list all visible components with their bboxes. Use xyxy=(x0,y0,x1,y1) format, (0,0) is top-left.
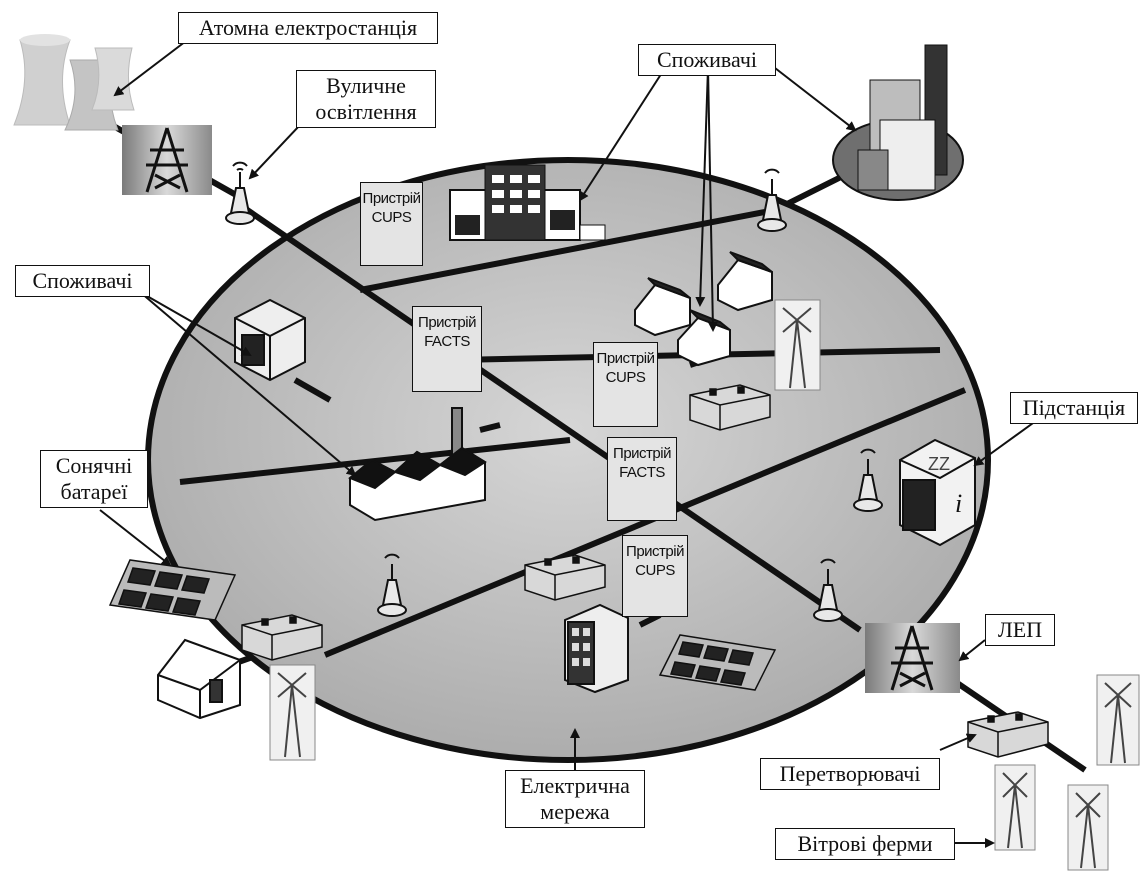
data-center-icon xyxy=(234,298,306,382)
label-street-line2: освітлення xyxy=(315,99,417,124)
device-cups-3-line1: Пристрій xyxy=(626,543,684,560)
device-facts-2: Пристрій FACTS xyxy=(607,437,677,521)
label-nuclear-plant: Атомна електростанція xyxy=(178,12,438,44)
label-grid-line1: Електрична xyxy=(520,773,630,798)
label-street-lighting: Вуличне освітлення xyxy=(296,70,436,128)
device-cups-2-line2: CUPS xyxy=(605,369,646,386)
city-skyline-icon xyxy=(832,44,964,201)
device-cups-2-line1: Пристрій xyxy=(596,350,655,367)
label-grid-line2: мережа xyxy=(540,799,610,824)
device-cups-1: Пристрій CUPS xyxy=(360,182,423,266)
label-wind-farms: Вітрові ферми xyxy=(775,828,955,860)
label-solar-line1: Сонячні xyxy=(55,453,133,478)
label-consumers-left: Споживачі xyxy=(15,265,150,297)
device-cups-1-line2: CUPS xyxy=(371,209,412,226)
device-cups-2: Пристрій CUPS xyxy=(593,342,658,427)
label-solar-line2: батареї xyxy=(60,479,128,504)
device-facts-1-line2: FACTS xyxy=(424,333,470,350)
svg-text:ZZ: ZZ xyxy=(928,454,950,474)
apartment-building-icon xyxy=(564,603,629,694)
office-building-icon xyxy=(449,164,606,241)
label-electric-grid: Електрична мережа xyxy=(505,770,645,828)
wind-turbine-icon xyxy=(269,299,1140,871)
device-cups-3-line2: CUPS xyxy=(635,562,675,579)
device-cups-3: Пристрій CUPS xyxy=(622,535,688,617)
antenna-icon xyxy=(225,161,883,622)
svg-text:i: i xyxy=(955,489,962,518)
device-cups-1-line1: Пристрій xyxy=(362,190,421,207)
label-substation: Підстанція xyxy=(1010,392,1138,424)
label-consumers-top: Споживачі xyxy=(638,44,776,76)
factory-icon xyxy=(348,407,487,522)
device-facts-2-line1: Пристрій xyxy=(613,445,671,462)
device-facts-1-line1: Пристрій xyxy=(418,314,476,331)
device-facts-2-line2: FACTS xyxy=(619,464,665,481)
house-icon xyxy=(157,638,241,720)
label-power-line: ЛЕП xyxy=(985,614,1055,646)
label-converters: Перетворювачі xyxy=(760,758,940,790)
leader-arrows xyxy=(99,37,1041,848)
transmission-tower-icon xyxy=(122,125,212,195)
device-facts-1: Пристрій FACTS xyxy=(412,306,482,392)
label-solar-batteries: Сонячні батареї xyxy=(40,450,148,508)
label-street-line1: Вуличне xyxy=(326,73,406,98)
solar-panel-icon xyxy=(108,559,777,691)
transmission-tower-icon xyxy=(865,623,960,693)
grid-lines xyxy=(179,202,967,658)
converter-box-icon xyxy=(241,384,1049,758)
nuclear-plant-icon xyxy=(13,34,135,131)
substation-icon: i ZZ xyxy=(899,438,976,547)
